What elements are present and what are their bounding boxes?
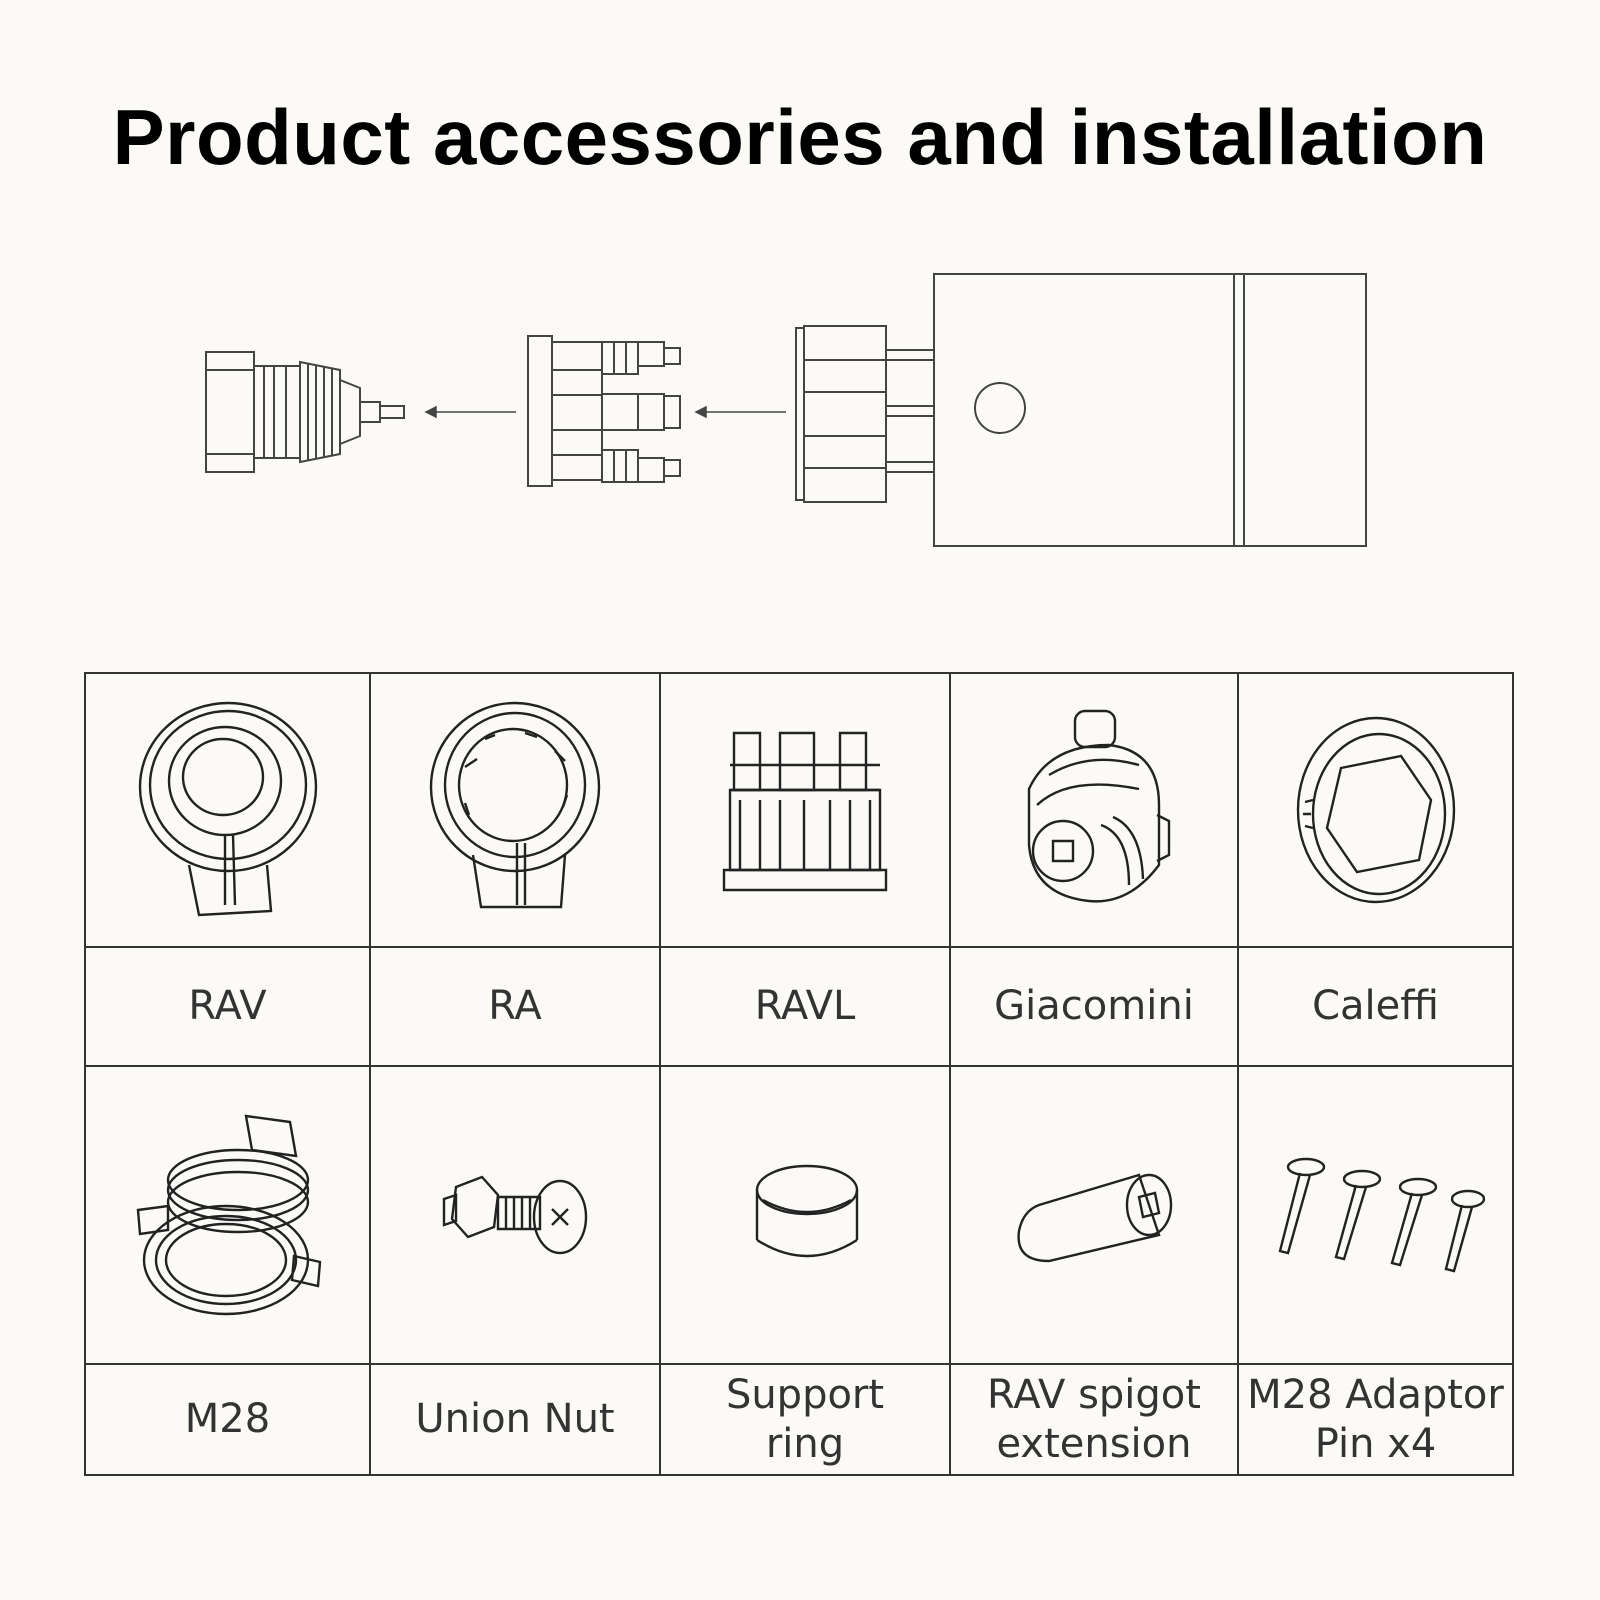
accessory-cell-caleffi: Caleffi xyxy=(1239,948,1512,1067)
spigot-extension-icon xyxy=(951,1067,1239,1365)
arrow-left-icon xyxy=(694,405,786,419)
ravl-adapter-icon xyxy=(661,674,951,948)
accessory-cell-rav: RAV xyxy=(86,948,371,1067)
caleffi-adapter-icon xyxy=(1239,674,1512,948)
ra-adapter-icon xyxy=(371,674,661,948)
accessory-cell-m28: M28 xyxy=(86,1365,371,1474)
installation-diagram xyxy=(205,273,1367,547)
accessory-label: Giacomini xyxy=(994,983,1194,1030)
accessory-label: Union Nut xyxy=(415,1396,615,1443)
accessory-label: Caleffi xyxy=(1312,983,1439,1030)
accessories-table: RAV RA RAVL Giacomini Caleffi xyxy=(84,672,1514,1476)
m28-adapter-icon xyxy=(86,1067,371,1365)
accessory-cell-union-nut: Union Nut xyxy=(371,1365,661,1474)
accessory-label: RAVL xyxy=(754,983,856,1030)
rav-adapter-icon xyxy=(86,674,371,948)
accessory-label: M28 xyxy=(184,1396,271,1443)
accessory-label: M28 Adaptor Pin x4 xyxy=(1247,1371,1504,1467)
union-nut-icon xyxy=(371,1067,661,1365)
accessory-cell-ravl: RAVL xyxy=(661,948,951,1067)
accessory-cell-adaptor-pins: M28 Adaptor Pin x4 xyxy=(1239,1365,1512,1474)
page-title: Product accessories and installation xyxy=(112,93,1488,181)
accessory-cell-spigot-extension: RAV spigot extension xyxy=(951,1365,1239,1474)
valve-icon xyxy=(205,351,405,473)
thermostat-icon xyxy=(795,273,1367,547)
accessory-label: RAV xyxy=(188,983,267,1030)
accessory-cell-support-ring: Support ring xyxy=(661,1365,951,1474)
accessory-label: RAV spigot extension xyxy=(987,1371,1201,1467)
arrow-left-icon xyxy=(424,405,516,419)
giacomini-adapter-icon xyxy=(951,674,1239,948)
support-ring-icon xyxy=(661,1067,951,1365)
adapter-icon xyxy=(527,335,681,487)
accessory-label: Support ring xyxy=(725,1371,885,1467)
accessory-label: RA xyxy=(488,983,542,1030)
accessory-cell-giacomini: Giacomini xyxy=(951,948,1239,1067)
adaptor-pins-icon xyxy=(1239,1067,1512,1365)
accessory-cell-ra: RA xyxy=(371,948,661,1067)
